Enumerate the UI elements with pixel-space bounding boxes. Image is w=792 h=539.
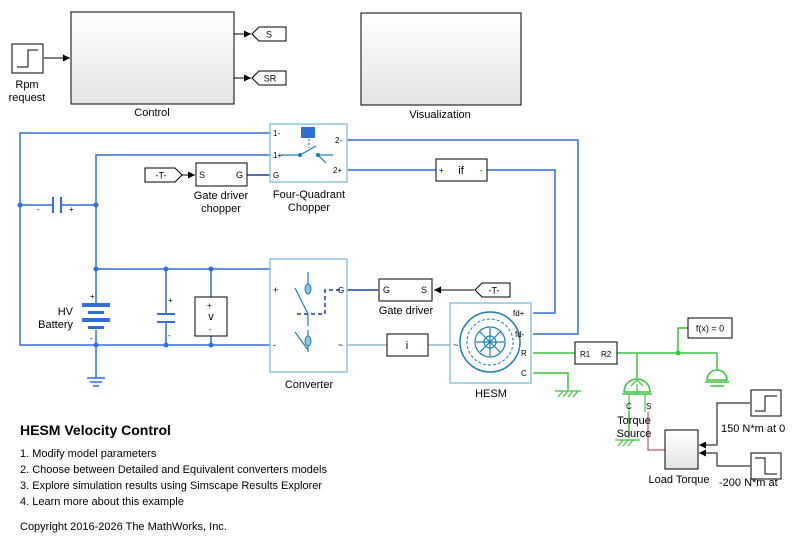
electrical-wires [19,132,579,378]
svg-text:+: + [207,301,212,310]
svg-text:C: C [626,402,632,411]
step-neg200-block[interactable]: -200 N*m at [719,452,782,489]
dc-link-capacitor[interactable]: - + [37,197,74,214]
svg-text:R1: R1 [580,350,591,359]
svg-text:2+: 2+ [333,166,342,175]
mechanical-wires [533,327,718,451]
svg-text:fd-: fd- [515,330,525,339]
converter-label: Converter [285,379,334,391]
hesm-machine-block[interactable]: ~ fd+ fd- R C HESM [449,302,532,400]
dc-bus-capacitor[interactable]: + - [157,296,175,340]
svg-text:S: S [646,402,651,411]
control-label: Control [134,107,169,119]
svg-text:-: - [273,340,276,350]
load-torque-subsystem[interactable]: Load Torque [649,429,710,486]
svg-text:2-: 2- [335,136,342,145]
step-neg200-label: -200 N*m at [719,477,778,489]
visualization-label: Visualization [409,109,471,121]
control-subsystem[interactable]: Control [70,11,235,119]
from-tag-t-converter-label: -T- [489,286,500,296]
svg-text:G: G [383,285,390,295]
step-150-block[interactable]: 150 N*m at 0 [721,389,785,435]
goto-tag-s[interactable]: S [251,26,287,42]
svg-text:~: ~ [338,340,343,350]
solver-configuration-block[interactable]: f(x) = 0 [687,317,733,339]
svg-text:-: - [168,331,171,340]
svg-text:1-: 1- [273,129,280,138]
svg-text:+: + [90,292,95,301]
from-tag-t-chopper-label: -T- [156,171,167,181]
svg-text:G: G [236,170,243,180]
goto-tag-s-label: S [266,30,272,40]
svg-text:~: ~ [453,340,458,350]
voltage-sensor-block[interactable]: + v - [194,296,228,337]
svg-text:+: + [439,166,444,175]
svg-text:+: + [69,205,74,214]
svg-text:S: S [199,170,205,180]
link-learn-more[interactable]: 4. Learn more about this example [20,496,184,508]
mechanical-reference-hesm [555,390,581,398]
svg-text:R2: R2 [601,350,612,359]
load-torque-label: Load Torque [649,474,710,486]
goto-tag-sr[interactable]: SR [251,70,287,86]
svg-text:-: - [37,205,40,214]
gate-driver-label: Gate driver [379,305,434,317]
svg-text:G: G [273,171,279,180]
svg-text:if: if [458,165,464,177]
notes-title: HESM Velocity Control [20,422,171,438]
link-choose-converters[interactable]: 2. Choose between Detailed and Equivalen… [20,464,327,476]
svg-text:R: R [521,349,527,358]
link-explore-results[interactable]: 3. Explore simulation results using Sims… [20,480,323,492]
model-notes: HESM Velocity Control 1. Modify model pa… [20,422,440,533]
gate-driver-block[interactable]: G S Gate driver [378,278,434,317]
from-tag-t-converter[interactable]: -T- [474,282,511,298]
svg-text:v: v [208,311,214,323]
hesm-label: HESM [475,388,507,400]
junctions [17,202,681,356]
rotational-sensor-block[interactable]: R1 R2 [574,341,618,365]
svg-text:G: G [338,286,344,295]
svg-text:S: S [421,285,427,295]
goto-tag-sr-label: SR [264,74,277,84]
phase-current-sensor[interactable]: i [386,333,429,357]
copyright: Copyright 2016-2026 The MathWorks, Inc. [20,521,227,533]
svg-text:f(x) = 0: f(x) = 0 [696,324,724,334]
svg-text:C: C [521,369,527,378]
electrical-ground [87,377,105,387]
gate-signal-wires [247,174,378,291]
svg-text:fd+: fd+ [513,309,525,318]
visualization-subsystem[interactable]: Visualization [360,12,522,121]
svg-text:-: - [209,325,212,334]
step-150-label: 150 N*m at 0 [721,423,785,435]
signal-wires [44,30,750,467]
svg-text:+: + [168,296,173,305]
from-tag-t-chopper[interactable]: -T- [144,167,183,183]
mechanical-reference-torque [615,439,640,447]
link-modify-parameters[interactable]: 1. Modify model parameters [20,448,157,460]
svg-text:1+: 1+ [273,151,282,160]
field-current-sensor[interactable]: + if - [435,158,488,182]
mechanical-reference-right [705,369,729,387]
svg-text:-: - [90,334,93,343]
svg-text:i: i [406,340,408,352]
converter-block[interactable]: G + - ~ Converter [269,258,348,391]
svg-text:-: - [480,166,483,175]
svg-text:+: + [273,285,278,295]
